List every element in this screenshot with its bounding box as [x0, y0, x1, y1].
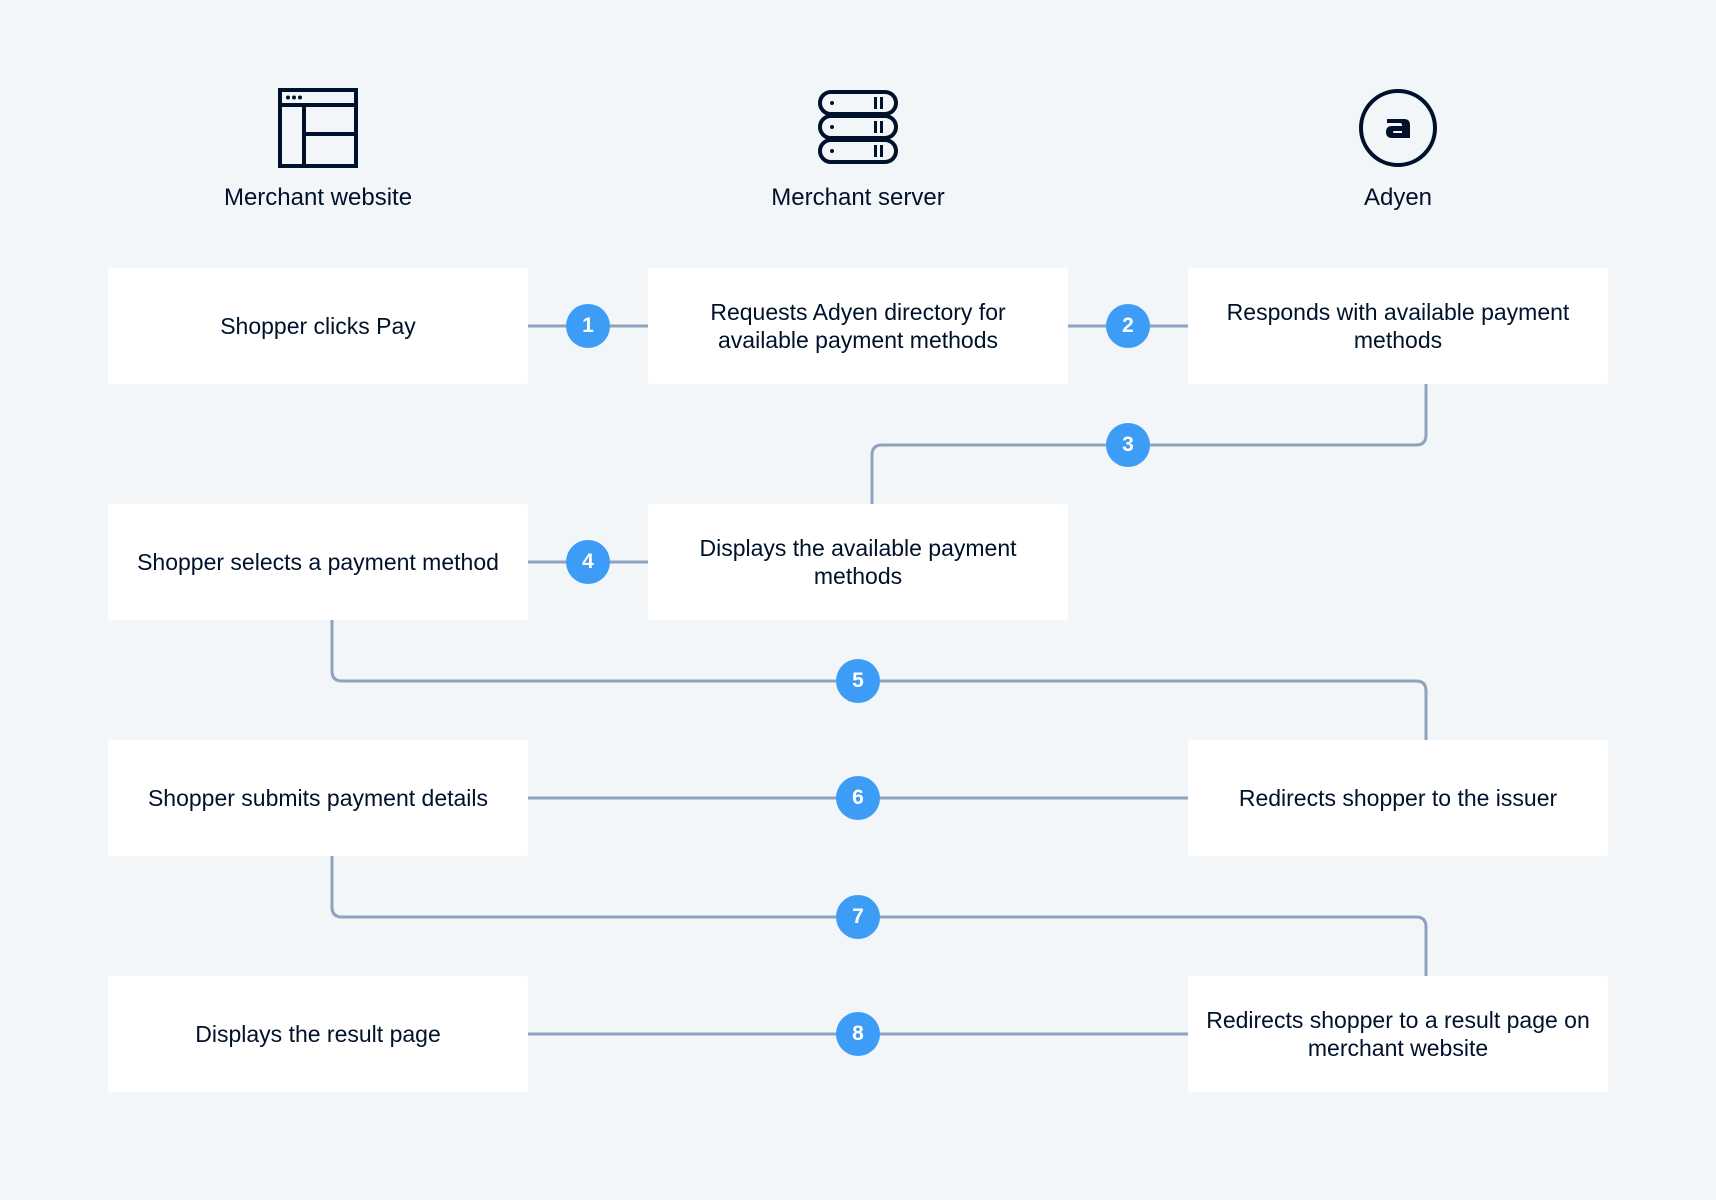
step-label: Shopper clicks Pay	[220, 313, 416, 339]
step-label: Responds with available payment methods	[1226, 299, 1570, 353]
step-box-displays-result: Displays the result page	[108, 976, 528, 1092]
step-label: Shopper submits payment details	[147, 785, 489, 811]
column-header-adyen: Adyen	[1248, 88, 1548, 212]
step-box-shopper-selects: Shopper selects a payment method	[108, 504, 528, 620]
step-badge-4: 4	[566, 540, 610, 584]
step-badge-2: 2	[1106, 304, 1150, 348]
step-badge-7: 7	[836, 895, 880, 939]
step-box-shopper-clicks-pay: Shopper clicks Pay	[108, 268, 528, 384]
step-badge-5: 5	[836, 659, 880, 703]
step-label: Redirects shopper to a result page on me…	[1206, 1007, 1590, 1061]
step-badge-1: 1	[566, 304, 610, 348]
step-label: Displays the available payment methods	[699, 535, 1017, 589]
step-box-shopper-submits: Shopper submits payment details	[108, 740, 528, 856]
column-title: Merchant server	[771, 184, 945, 211]
browser-window-icon	[278, 88, 358, 168]
step-box-displays-methods: Displays the available payment methods	[648, 504, 1068, 620]
step-box-responds-methods: Responds with available payment methods	[1188, 268, 1608, 384]
step-label: Redirects shopper to the issuer	[1238, 785, 1558, 811]
step-badge-8: 8	[836, 1012, 880, 1056]
step-label: Requests Adyen directory for available p…	[710, 299, 1006, 353]
column-header-merchant-website: Merchant website	[168, 88, 468, 212]
step-box-requests-directory: Requests Adyen directory for available p…	[648, 268, 1068, 384]
column-title: Adyen	[1363, 184, 1433, 211]
column-header-merchant-server: Merchant server	[708, 88, 1008, 212]
column-title: Merchant website	[223, 184, 413, 211]
step-box-redirects-result: Redirects shopper to a result page on me…	[1188, 976, 1608, 1092]
step-label: Shopper selects a payment method	[137, 549, 499, 575]
step-label: Displays the result page	[195, 1021, 441, 1047]
step-badge-3: 3	[1106, 423, 1150, 467]
step-box-redirects-issuer: Redirects shopper to the issuer	[1188, 740, 1608, 856]
step-badge-6: 6	[836, 776, 880, 820]
server-stack-icon	[818, 90, 898, 164]
adyen-logo-icon	[1359, 89, 1437, 167]
